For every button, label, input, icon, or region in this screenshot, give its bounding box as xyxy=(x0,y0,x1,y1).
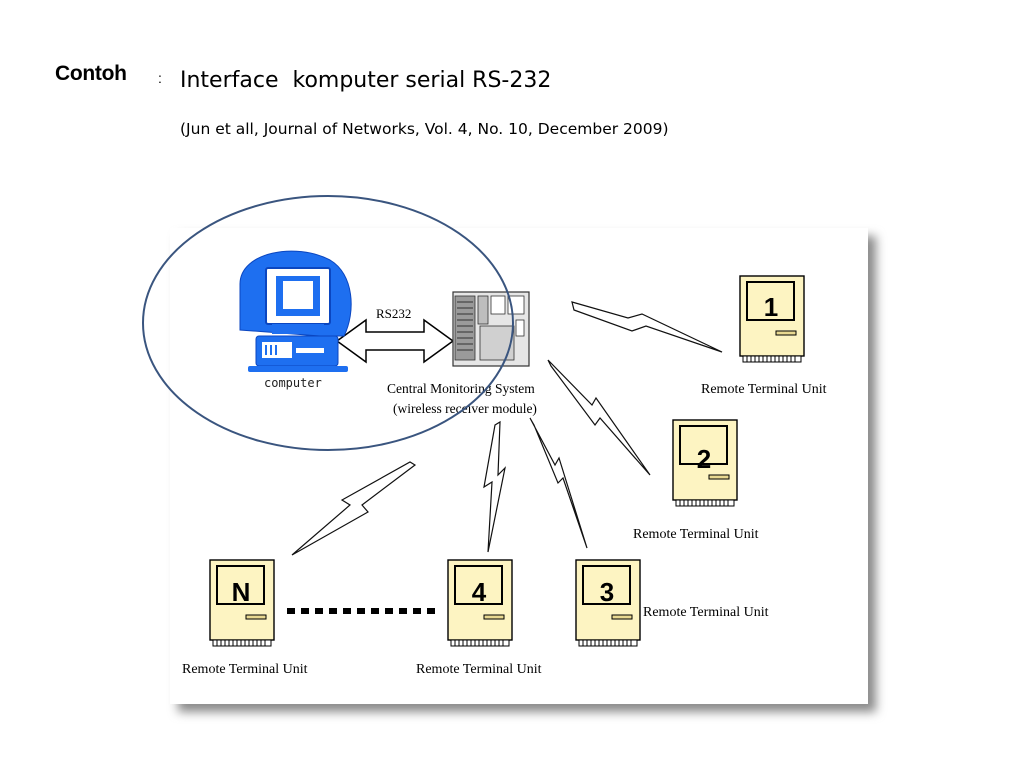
rs232-label: RS232 xyxy=(376,306,411,321)
heading-label: Contoh xyxy=(55,62,127,85)
computer-icon xyxy=(239,250,352,372)
wireless-link-3 xyxy=(529,417,588,549)
unit-4-label: Remote Terminal Unit xyxy=(416,662,542,677)
heading-separator: : xyxy=(158,70,162,86)
remote-terminal-unit-2: 2 xyxy=(672,419,738,507)
unit-2-label: Remote Terminal Unit xyxy=(633,527,759,542)
wireless-link-4 xyxy=(483,420,506,553)
remote-terminal-unit-4: 4 xyxy=(447,559,513,647)
unit-3-number: 3 xyxy=(600,577,614,607)
central-server-icon xyxy=(452,291,530,367)
unit-2-number: 2 xyxy=(697,444,711,474)
wireless-link-N xyxy=(291,461,417,556)
dotted-continuation xyxy=(287,608,435,614)
remote-terminal-unit-3: 3 xyxy=(575,559,641,647)
highlight-ellipse xyxy=(142,195,514,451)
central-system-label: Central Monitoring System xyxy=(387,381,535,396)
unit-1-label: Remote Terminal Unit xyxy=(701,382,827,397)
wireless-links xyxy=(291,301,723,556)
unit-N-label: Remote Terminal Unit xyxy=(182,662,308,677)
unit-1-number: 1 xyxy=(764,292,778,322)
unit-4-number: 4 xyxy=(472,577,487,607)
heading-title: Interface komputer serial RS-232 xyxy=(180,68,552,93)
remote-terminal-unit-1: 1 xyxy=(739,275,805,363)
computer-label: computer xyxy=(264,376,322,390)
rs232-arrow xyxy=(335,318,455,364)
unit-3-label: Remote Terminal Unit xyxy=(643,605,769,620)
heading-citation: (Jun et all, Journal of Networks, Vol. 4… xyxy=(180,120,669,138)
unit-N-number: N xyxy=(232,577,251,607)
remote-terminal-unit-N: N xyxy=(209,559,275,647)
wireless-link-1 xyxy=(571,301,723,353)
wireless-link-2 xyxy=(547,359,651,476)
